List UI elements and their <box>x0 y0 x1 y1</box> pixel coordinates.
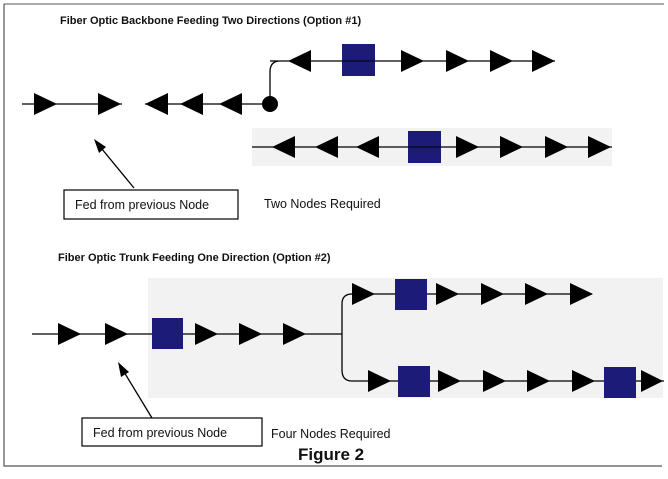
amplifier-right <box>105 323 128 345</box>
amplifier-right <box>490 50 513 72</box>
option1-title: Fiber Optic Backbone Feeding Two Directi… <box>60 15 361 27</box>
amplifier-left <box>219 93 242 115</box>
amplifier-right <box>527 370 550 392</box>
amplifier-right <box>588 136 611 158</box>
amplifier-right <box>368 370 391 392</box>
nodes-required-option1: Two Nodes Required <box>264 197 381 211</box>
callout-text-option2: Fed from previous Node <box>93 426 227 440</box>
amplifier-right <box>438 370 461 392</box>
amplifier-right <box>572 370 595 392</box>
amplifier-left <box>145 93 168 115</box>
amplifier-right <box>532 50 555 72</box>
branch-curve <box>269 60 281 73</box>
split-curve-bottom <box>341 369 353 382</box>
amplifier-right <box>283 323 306 345</box>
amplifier-left <box>356 136 379 158</box>
amplifier-left <box>180 93 203 115</box>
amplifier-right <box>545 136 568 158</box>
frame-border <box>3 4 662 467</box>
amplifier-right <box>456 136 479 158</box>
amplifier-left <box>288 50 311 72</box>
amplifier-right <box>98 93 121 115</box>
amplifier-left <box>315 136 338 158</box>
figure-label: Figure 2 <box>298 445 364 464</box>
amplifier-right <box>34 93 57 115</box>
amplifier-left <box>272 136 295 158</box>
callout-pointer <box>96 142 135 189</box>
amplifier-right <box>436 283 459 305</box>
amplifier-right <box>570 283 593 305</box>
nodes-required-option2: Four Nodes Required <box>271 427 391 441</box>
amplifier-right <box>483 370 506 392</box>
callout-box <box>63 189 239 220</box>
amplifier-right <box>58 323 81 345</box>
callout-pointer <box>120 366 153 419</box>
callout-box <box>81 417 263 447</box>
amplifier-right <box>401 50 424 72</box>
amplifier-right <box>525 283 548 305</box>
amplifier-right <box>481 283 504 305</box>
node-box <box>152 318 183 349</box>
node-box <box>604 367 636 398</box>
node-box <box>342 44 375 76</box>
node-box <box>398 366 430 397</box>
option2-title: Fiber Optic Trunk Feeding One Direction … <box>58 252 331 264</box>
split-curve-top <box>341 293 353 305</box>
callout-arrowhead <box>118 362 129 377</box>
callout-arrowhead <box>94 139 106 153</box>
amplifier-right <box>500 136 523 158</box>
node-box <box>395 279 427 310</box>
amplifier-right <box>641 370 663 392</box>
amplifier-right <box>446 50 469 72</box>
amplifier-right <box>352 283 375 305</box>
callout-text-option1: Fed from previous Node <box>75 198 209 212</box>
amplifier-right <box>239 323 262 345</box>
amplifier-right <box>195 323 218 345</box>
